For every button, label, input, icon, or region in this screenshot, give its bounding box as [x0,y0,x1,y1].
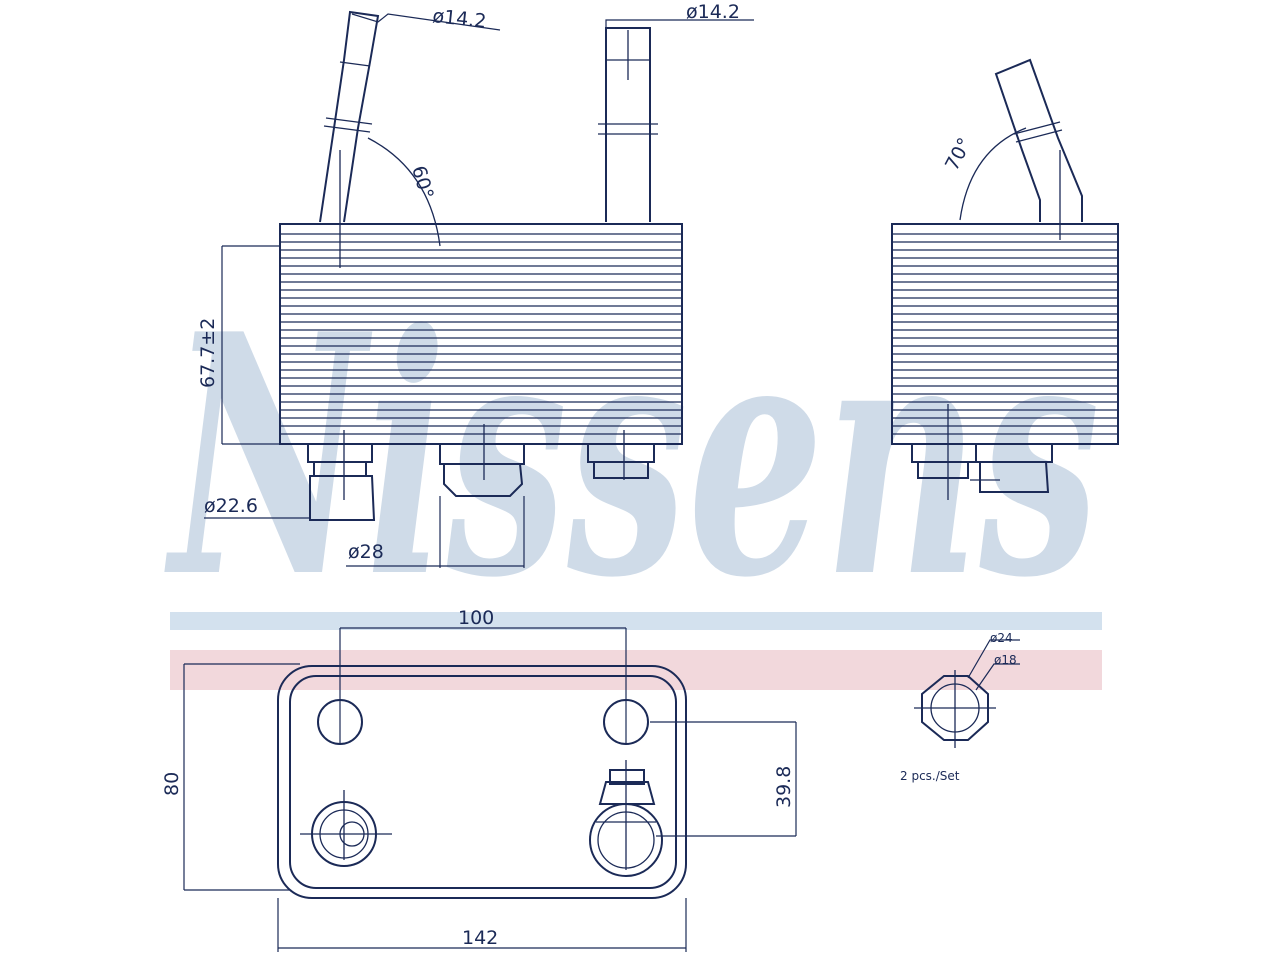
fitting-right [598,781,656,805]
dim-pipe-left-dia: ø14.2 [431,5,487,33]
seal-detail [914,639,1020,748]
base-plate-inner [289,675,677,889]
angle-arc-70 [959,127,1027,221]
dim-hole-spacing: 100 [458,607,494,629]
fin-lines [280,233,682,435]
front-view [204,10,754,568]
dim-width: 142 [462,927,498,949]
dim-port-large: ø28 [348,541,384,563]
side-pipe [994,58,1083,222]
seal-quantity-note: 2 pcs./Set [900,769,960,783]
bottom-port-right [587,430,655,480]
dim-pipe-right-dia: ø14.2 [686,1,740,23]
bottom-port-center [439,424,525,497]
dim-angle-side: 70° [941,134,976,174]
dim-seal-inner: ø18 [994,653,1017,667]
left-pipe [319,10,380,223]
dim-angle-front: 60° [407,163,437,201]
bottom-port-left [307,430,376,521]
base-plate-outer [277,665,687,899]
side-fin-lines [892,233,1118,435]
side-view [891,58,1119,500]
top-view [183,627,797,952]
right-pipe [605,27,651,222]
seal-ring-outer [921,675,989,741]
pink-band [170,650,1102,690]
dim-seal-outer: ø24 [990,631,1013,645]
nissens-watermark-logo: Nissens [163,262,1100,650]
dim-depth: 80 [161,772,183,796]
angle-arc-60 [367,137,441,247]
dim-offset: 39.8 [773,766,795,808]
dim-port-small: ø22.6 [204,495,258,517]
dim-height: 67.7±2 [197,318,219,388]
blue-band [170,612,1102,630]
